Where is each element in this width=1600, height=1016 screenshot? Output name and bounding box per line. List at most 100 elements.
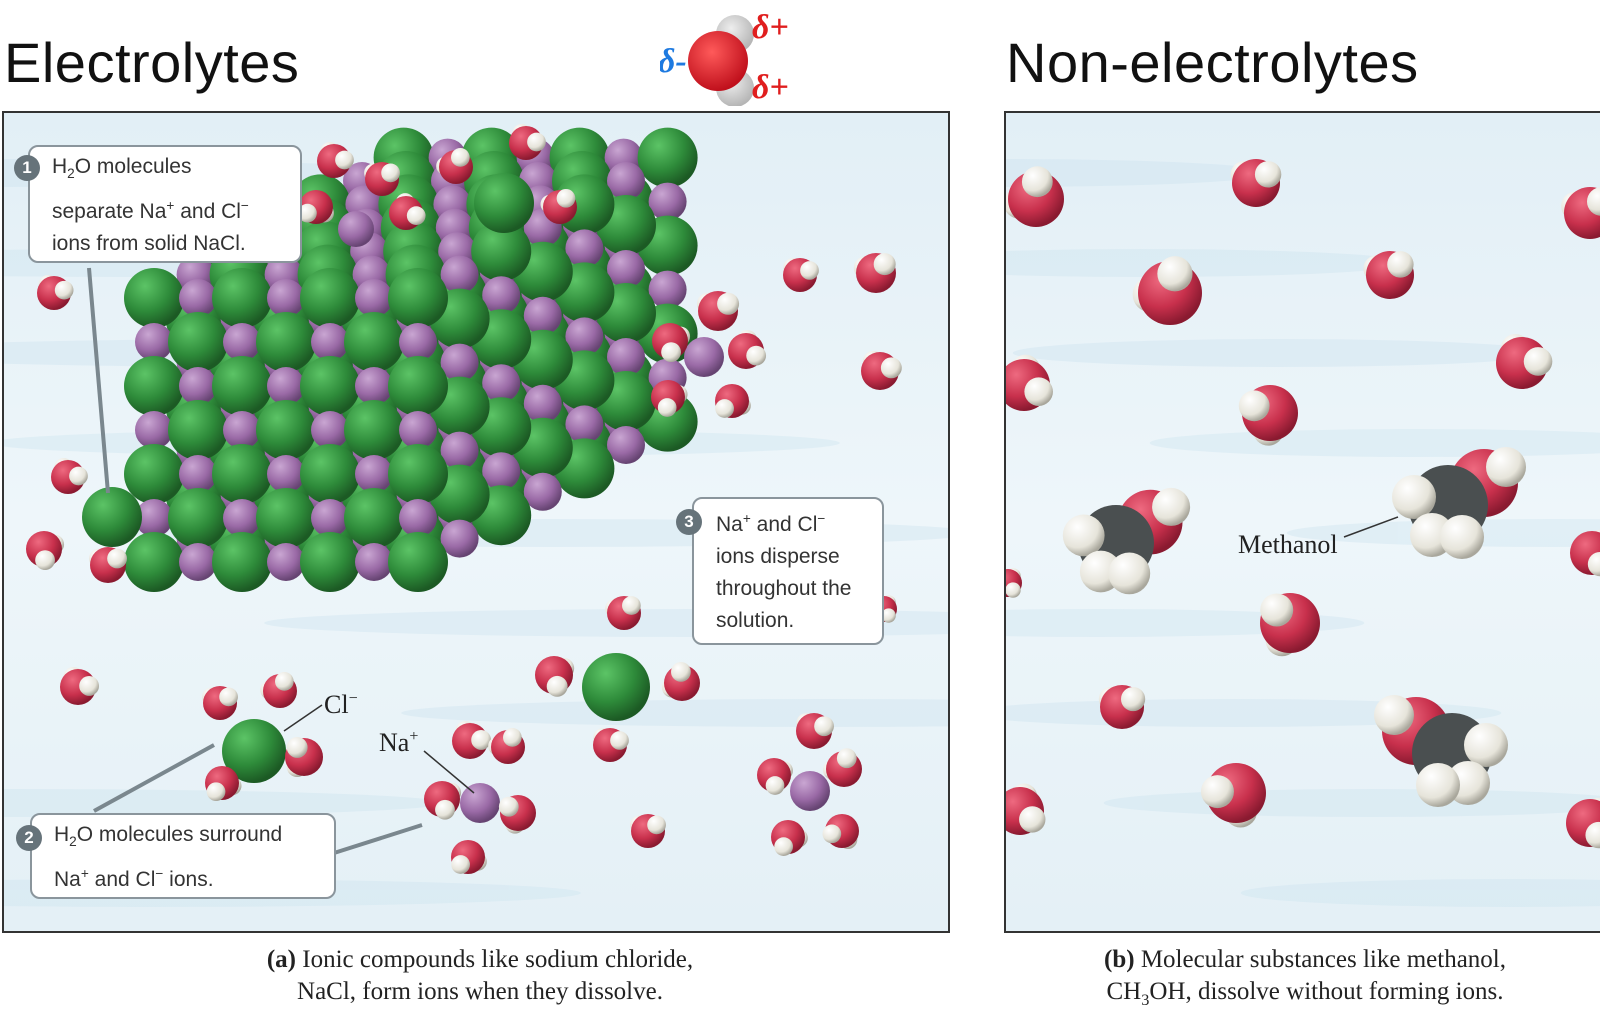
caption-a: (a) Ionic compounds like sodium chloride… <box>266 946 694 1005</box>
sodium-ion <box>607 338 645 376</box>
water-molecule <box>1260 593 1320 657</box>
water-molecule <box>861 350 902 390</box>
sodium-ion <box>399 411 437 449</box>
sodium-ion <box>565 229 604 268</box>
water-molecule <box>364 162 400 196</box>
hydrogen-atom <box>657 398 677 417</box>
water-molecule <box>853 253 896 293</box>
chloride-ion <box>300 356 360 416</box>
water-molecule <box>1496 334 1553 389</box>
hydrogen-atom <box>219 687 238 707</box>
sodium-ion <box>482 276 521 315</box>
callout-2: H2O molecules surround Na+ and Cl− ions. <box>30 813 336 899</box>
water-molecule <box>509 124 546 160</box>
background-streak <box>4 789 444 817</box>
methanol-label: Methanol <box>1238 530 1338 559</box>
water-molecule <box>1006 354 1053 411</box>
sodium-ion <box>440 519 479 558</box>
caption-b: (b) Molecular substances like methanol, … <box>1104 946 1506 1009</box>
water-molecule <box>51 458 88 494</box>
water-molecule <box>605 596 641 630</box>
water-molecule <box>1230 159 1282 207</box>
hydrogen-atom <box>1416 763 1460 807</box>
sodium-ion <box>267 455 305 493</box>
hydrogen-atom <box>1021 166 1053 198</box>
water-molecule <box>298 190 334 224</box>
hydrogen-atom <box>647 815 666 835</box>
non-electrolytes-illustration: Methanol <box>1006 113 1600 931</box>
sodium-ion <box>355 455 393 493</box>
chloride-ion <box>474 173 534 233</box>
methanol-molecule <box>1392 447 1526 559</box>
water-molecule <box>202 686 238 720</box>
water-molecule <box>1363 251 1414 299</box>
chloride-ion <box>212 444 272 504</box>
non-electrolytes-panel: Methanol <box>1004 111 1600 933</box>
hydrogen-atom <box>275 672 294 691</box>
sodium-ion <box>311 323 349 361</box>
sodium-ion <box>135 411 173 449</box>
hydrogen-atom <box>79 676 100 696</box>
sodium-ion <box>440 343 479 382</box>
callout-2-leader-a <box>93 743 215 813</box>
water-molecule <box>1006 783 1046 835</box>
sodium-ion <box>790 771 830 811</box>
callout-1-leader <box>87 267 110 494</box>
methanol-molecule <box>1062 487 1191 595</box>
water-molecule <box>822 814 859 850</box>
hydrogen-atom <box>1585 821 1600 849</box>
hydrogen-atom <box>406 206 426 225</box>
step-3-badge: 3 <box>676 509 702 535</box>
water-molecule <box>728 329 767 369</box>
callout-3: Na+ and Cl− ions disperse throughout the… <box>692 497 884 645</box>
hydrogen-atom <box>298 203 317 223</box>
hydrogen-atom <box>1019 806 1046 833</box>
nacl-crystal <box>124 127 698 592</box>
chloride-ion <box>212 356 272 416</box>
hydrogen-atom <box>661 342 681 363</box>
sodium-ion <box>565 317 604 356</box>
sodium-ion <box>523 384 562 423</box>
water-molecule <box>540 188 577 224</box>
electrolytes-illustration: Cl− Na+ <box>4 113 948 931</box>
water-molecule <box>498 795 536 834</box>
hydrogen-atom <box>1062 514 1105 557</box>
hydrogen-atom <box>873 253 896 276</box>
sodium-ion <box>399 323 437 361</box>
hydrogen-atom <box>836 748 857 769</box>
water-molecule <box>696 291 740 331</box>
chloride-ion <box>637 127 698 188</box>
sodium-ion <box>223 411 261 449</box>
hydrogen-atom <box>715 399 734 418</box>
hydrogen-atom <box>1523 347 1553 376</box>
sodium-ion <box>179 543 217 581</box>
hydrogen-atom <box>1006 582 1021 598</box>
hydrogen-atom <box>206 782 226 802</box>
water-molecule <box>651 380 688 417</box>
chloride-ion <box>471 221 532 282</box>
hydrogen-atom <box>1464 723 1508 767</box>
hydrogen-atom <box>610 731 629 750</box>
hydrogen-atom <box>765 776 785 795</box>
hydrogen-atom <box>881 608 896 623</box>
hydrogen-atom <box>451 148 470 167</box>
chloride-ion <box>168 488 228 548</box>
hydrogen-atom <box>546 675 568 697</box>
water-molecule <box>1238 385 1298 446</box>
water-molecule <box>535 656 575 697</box>
water-molecule <box>652 323 691 363</box>
hydrogen-atom <box>503 728 522 747</box>
hydrogen-atom <box>1152 487 1191 526</box>
hydrogen-atom <box>1260 593 1294 627</box>
water-polarity-icon: δ- δ+ δ+ <box>660 9 789 106</box>
hydrogen-atom <box>107 548 127 569</box>
water-molecule <box>60 666 100 705</box>
hydrogen-atom <box>1200 775 1234 809</box>
hydrogen-atom <box>527 132 546 152</box>
chloride-ion <box>344 488 404 548</box>
hydrogen-atom <box>54 280 74 300</box>
background-streak <box>1006 249 1411 277</box>
hydrogen-atom <box>622 596 641 615</box>
sodium-ion <box>267 367 305 405</box>
sodium-ion <box>135 499 173 537</box>
